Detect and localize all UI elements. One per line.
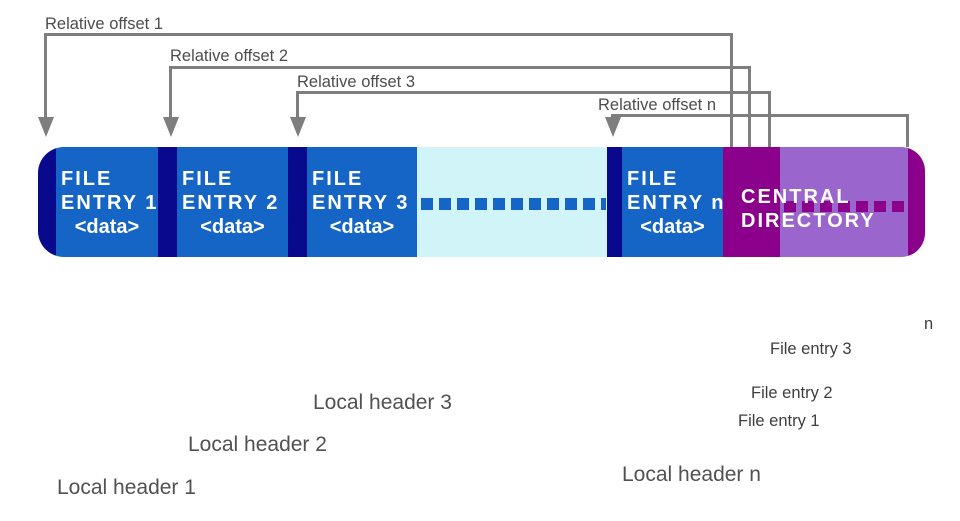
offset-arrow-2-shaft: [169, 66, 172, 118]
zip-archive-bar: FILE ENTRY 1 <data> FILE ENTRY 2 <data> …: [38, 147, 925, 257]
file-entry-1-segment: [56, 147, 158, 257]
down-arrow-icon: [38, 117, 54, 137]
local-header-3-segment: [288, 147, 307, 257]
central-directory-ellipsis-dots: [784, 201, 906, 212]
down-arrow-icon: [605, 117, 621, 137]
offset-arrow-1-shaft: [44, 33, 47, 118]
file-entry-2-annotation: File entry 2: [751, 384, 833, 402]
local-header-2-segment: [158, 147, 177, 257]
offset-arrow-n-shaft: [611, 114, 614, 119]
offset-arrow-1-hline: [44, 33, 733, 36]
local-header-1-segment: [38, 147, 56, 257]
file-entries-ellipsis-dots: [421, 198, 606, 210]
file-entry-n-segment: [622, 147, 723, 257]
central-directory-label: CENTRAL DIRECTORY: [741, 186, 876, 232]
file-entry-3-label: FILE ENTRY 3 <data>: [312, 168, 410, 238]
local-header-1-annotation: Local header 1: [57, 476, 196, 499]
offset-label-2: Relative offset 2: [170, 47, 289, 65]
offset-arrow-3-hline: [296, 91, 771, 94]
offset-label-3: Relative offset 3: [297, 73, 416, 91]
file-entry-2-label: FILE ENTRY 2 <data>: [182, 168, 280, 238]
offset-arrow-2-drop: [748, 66, 751, 147]
end-of-central-directory-segment: [908, 147, 925, 257]
file-entry-1-label: FILE ENTRY 1 <data>: [61, 168, 159, 238]
offset-arrow-2-hline: [169, 66, 751, 69]
file-entry-3-annotation: File entry 3: [770, 340, 852, 358]
local-header-n-segment: [607, 147, 622, 257]
down-arrow-icon: [163, 117, 179, 137]
offset-arrow-n-drop: [906, 114, 909, 147]
local-header-3-annotation: Local header 3: [313, 391, 452, 414]
local-header-n-annotation: Local header n: [622, 463, 761, 486]
down-arrow-icon: [290, 117, 306, 137]
offset-label-1: Relative offset 1: [45, 15, 164, 33]
offset-arrow-1-drop: [730, 33, 733, 147]
file-entry-1-annotation: File entry 1: [738, 412, 820, 430]
file-entry-2-segment: [177, 147, 288, 257]
central-directory-segment: [723, 147, 780, 257]
file-entry-n-fragment-label: n: [924, 315, 934, 333]
local-header-2-annotation: Local header 2: [188, 433, 327, 456]
offset-arrow-n-hline: [611, 114, 909, 117]
file-entry-3-segment: [307, 147, 417, 257]
file-entry-n-label: FILE ENTRY n <data>: [627, 168, 726, 238]
offset-label-n: Relative offset n: [598, 96, 717, 114]
offset-arrow-3-drop: [768, 91, 771, 147]
offset-arrow-3-shaft: [296, 91, 299, 118]
